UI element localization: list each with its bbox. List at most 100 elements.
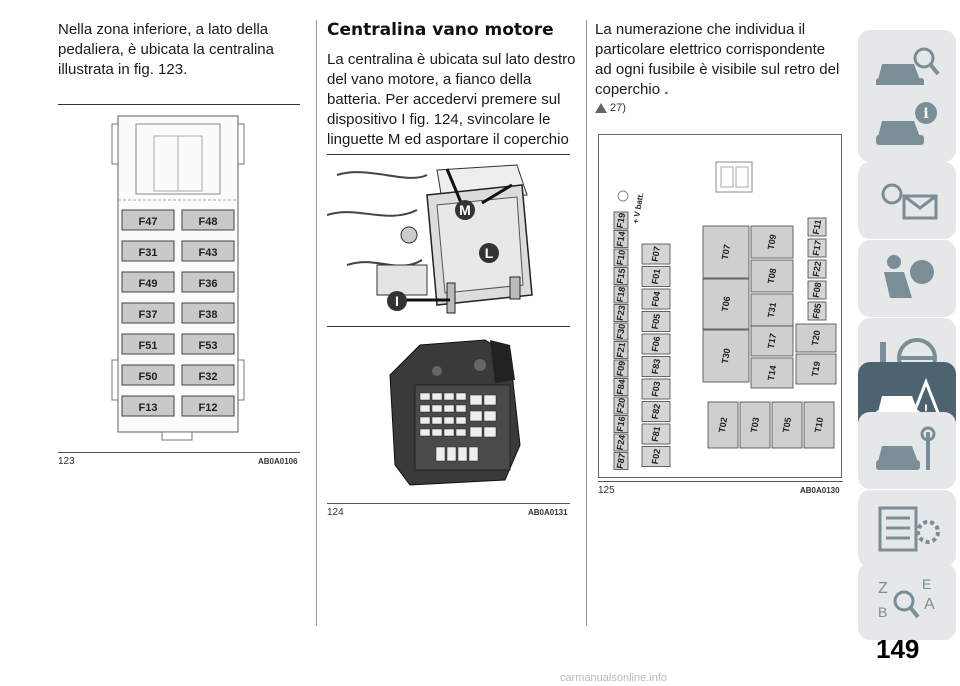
fuse-slot <box>641 423 671 445</box>
fuse-label: T08 <box>766 267 779 284</box>
intro-paragraph: Nella zona inferiore, a lato della pedal… <box>58 21 274 78</box>
fuse-label: F09 <box>615 360 628 377</box>
fuse-slot <box>641 266 671 287</box>
fuse-label: T10 <box>813 416 826 433</box>
fuse-slot <box>121 333 175 355</box>
fuse-slot <box>807 301 827 321</box>
column-divider <box>586 20 587 626</box>
fuse-label: F87 <box>615 452 628 469</box>
fuse-label: F06 <box>650 335 663 352</box>
section-engine-fuse-box: Centralina vano motore La centralina è u… <box>327 20 577 170</box>
section-heading: Centralina vano motore <box>327 20 554 40</box>
tab-car-info[interactable]: i <box>858 85 956 162</box>
fuse-label: T05 <box>781 416 794 433</box>
fuse-label: F47 <box>139 216 158 228</box>
fuse-label: F20 <box>615 397 628 414</box>
fuse-label: F38 <box>199 309 218 321</box>
fuse-slot <box>641 311 671 332</box>
fuse-label: F17 <box>811 239 824 256</box>
warning-reference[interactable]: 27) <box>595 102 626 114</box>
fuse-slot <box>181 333 235 355</box>
caption-rule <box>598 481 843 482</box>
fuse-label: F03 <box>650 380 663 397</box>
fuse-label: T07 <box>720 243 733 260</box>
fuse-slot <box>613 230 629 248</box>
fuse-label: F83 <box>650 358 663 375</box>
fuse-slot <box>641 356 671 377</box>
fuse-label: F49 <box>139 278 158 290</box>
fuse-slot <box>750 325 794 357</box>
fuse-label: F01 <box>650 268 663 285</box>
section-paragraph: La centralina è ubicata sul lato destro … <box>327 51 576 168</box>
fuse-label: T19 <box>810 360 823 377</box>
fuse-label: F31 <box>139 247 158 259</box>
fuse-slot <box>641 401 671 422</box>
fuse-slot <box>613 248 629 267</box>
fuse-slot <box>807 259 827 279</box>
warning-light-icon <box>881 183 938 220</box>
fuse-label: T03 <box>749 416 762 433</box>
fuse-slot <box>641 243 671 265</box>
fuse-slot <box>613 359 629 378</box>
fuse-label: F37 <box>139 309 158 321</box>
fuse-slot <box>771 401 803 449</box>
figure-number: 124 <box>327 507 344 518</box>
tab-maintenance[interactable] <box>858 412 956 489</box>
fuse-slot <box>181 395 235 417</box>
tab-safety[interactable] <box>858 240 956 317</box>
fuse-label: F02 <box>650 448 663 465</box>
fuse-label: F36 <box>199 278 218 290</box>
figure-top-rule <box>327 154 570 155</box>
fuse-label: F10 <box>615 249 628 266</box>
tab-warning-lights[interactable] <box>858 162 956 239</box>
svg-text:E: E <box>922 576 931 592</box>
fuse-layout-figure-125: + V batt.F19F14F10F15F18F23F30F21F09F84F… <box>598 134 842 478</box>
airbag-icon <box>884 255 934 298</box>
fuse-slot <box>181 302 235 324</box>
fuse-slot <box>641 446 671 467</box>
fuse-slot <box>795 323 837 353</box>
fuse-slot <box>121 364 175 386</box>
fuse-label: F84 <box>615 378 628 395</box>
fuse-slot <box>613 433 629 452</box>
svg-text:Z: Z <box>878 580 888 597</box>
fuse-slot <box>702 225 750 279</box>
figure-code: AB0A0106 <box>258 457 298 466</box>
figure-number: 123 <box>58 456 75 467</box>
fuse-label: F19 <box>615 212 628 229</box>
watermark-text: carmanualsonline.info <box>560 672 668 684</box>
fuse-label: F23 <box>615 304 628 321</box>
caption-rule <box>58 452 300 453</box>
fuse-label: T02 <box>717 416 730 433</box>
fuse-slot <box>803 401 835 449</box>
fuse-slot <box>613 211 629 230</box>
fuse-label: T14 <box>766 364 779 381</box>
label-l: L <box>485 245 494 261</box>
specs-list-icon <box>878 506 940 552</box>
fuse-label: F05 <box>650 313 663 330</box>
fuse-label: F53 <box>199 340 218 352</box>
tab-technical-data[interactable] <box>858 490 956 567</box>
fuse-slot <box>750 357 794 389</box>
fuse-slot <box>121 271 175 293</box>
fuse-slot <box>641 288 671 310</box>
fuse-label: T09 <box>766 233 779 250</box>
fuse-label: F43 <box>199 247 218 259</box>
fuse-slot <box>613 267 629 285</box>
fuse-label: F85 <box>811 302 824 319</box>
fuse-slot <box>181 240 235 262</box>
figure-code: AB0A0131 <box>528 508 568 517</box>
svg-text:!: ! <box>924 401 929 417</box>
fuse-slot <box>613 341 629 359</box>
fuse-label: F18 <box>615 286 628 303</box>
fuse-label: F13 <box>139 402 158 414</box>
fuse-label: F12 <box>199 402 218 414</box>
fuse-slot <box>750 225 794 259</box>
fuse-slot <box>807 280 827 300</box>
fuse-label: T30 <box>720 347 733 364</box>
engine-bay-photo-124: M L I <box>327 155 570 325</box>
fuse-slot <box>613 378 629 396</box>
